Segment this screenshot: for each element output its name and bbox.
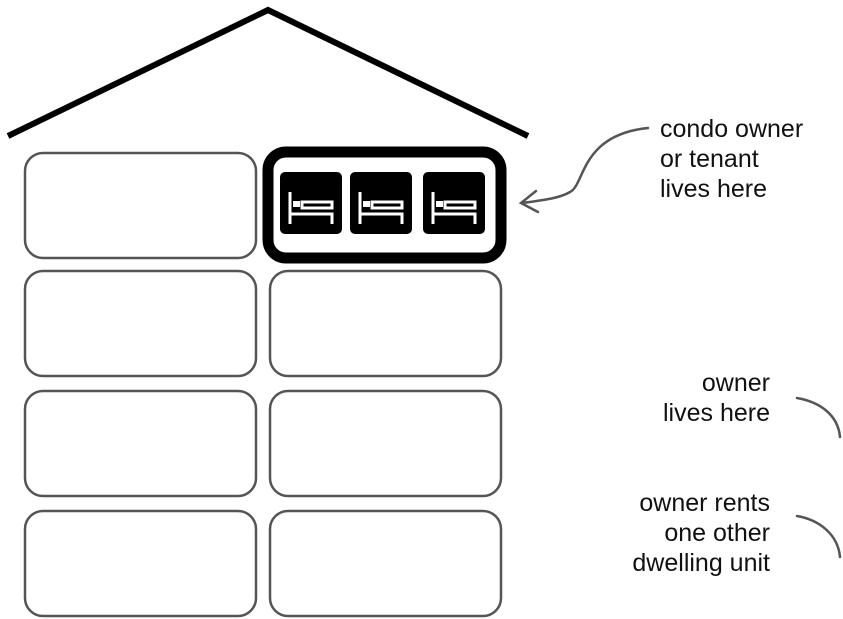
label-line: lives here [663, 399, 770, 427]
arrow-owner-rents [795, 514, 842, 559]
label-line: lives here [660, 175, 767, 203]
label-owner-rents: owner rents one other dwelling unit [520, 488, 770, 578]
dwelling-unit-3-left [23, 389, 258, 498]
label-line: owner [701, 369, 770, 397]
roof [6, 6, 530, 139]
dwelling-unit-4-left [23, 509, 258, 618]
bed-icon [350, 172, 412, 234]
dwelling-unit-top-left [23, 151, 258, 260]
arrow-owner-lives [795, 396, 842, 439]
arrow-condo [518, 126, 650, 214]
dwelling-unit-2-left [23, 269, 258, 378]
label-line: dwelling unit [632, 549, 770, 577]
dwelling-unit-2-right [268, 269, 503, 378]
label-condo-owner: condo owner or tenant lives here [660, 114, 803, 204]
label-line: owner rents [639, 489, 770, 517]
label-line: condo owner [660, 115, 804, 143]
label-owner-lives-here: owner lives here [560, 368, 770, 428]
dwelling-unit-3-right [268, 389, 503, 498]
bed-icon [423, 172, 485, 234]
label-line: or tenant [660, 145, 759, 173]
label-line: one other [664, 519, 770, 547]
bed-icon [280, 172, 342, 234]
dwelling-unit-4-right [268, 509, 503, 618]
